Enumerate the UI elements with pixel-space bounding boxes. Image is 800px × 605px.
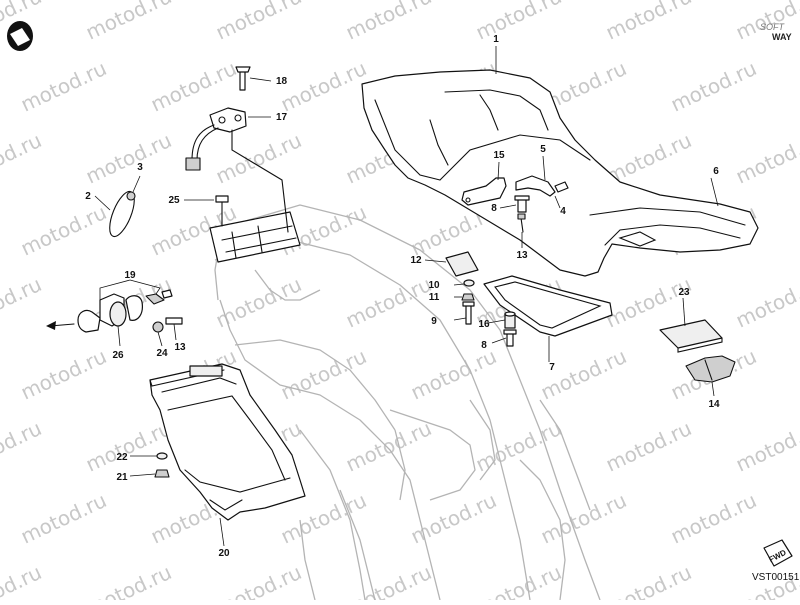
watermark-text: motod.ru — [342, 560, 435, 600]
callout-14: 14 — [708, 399, 720, 410]
watermark-text: motod.ru — [667, 488, 760, 549]
callout-3: 3 — [137, 162, 143, 173]
watermark-text: motod.ru — [212, 128, 305, 189]
washer-10 — [463, 279, 475, 287]
watermark-text: motod.ru — [342, 0, 435, 45]
watermark-text: motod.ru — [407, 344, 500, 405]
callout-9: 9 — [431, 316, 437, 327]
callout-25: 25 — [168, 195, 180, 206]
watermark-text: motod.ru — [17, 56, 110, 117]
callout-17: 17 — [276, 112, 288, 123]
callout-26: 26 — [112, 350, 124, 361]
callout-23: 23 — [678, 287, 690, 298]
watermark-text: motod.ru — [0, 272, 45, 333]
bolt-8a — [514, 195, 530, 213]
callout-5: 5 — [540, 144, 546, 155]
fwd-badge: FWD — [763, 539, 793, 567]
watermark-text: motod.ru — [732, 416, 800, 477]
watermark-text: motod.ru — [82, 128, 175, 189]
watermark-text: motod.ru — [602, 416, 695, 477]
callout-13-seat: 13 — [516, 250, 528, 261]
forward-arrow — [46, 321, 75, 330]
nut-11 — [461, 293, 475, 301]
brand-mark: SOFT WAY — [760, 22, 792, 42]
watermark-text: motod.ru — [0, 128, 45, 189]
watermark-text: motod.ru — [147, 56, 240, 117]
callout-22: 22 — [116, 452, 128, 463]
watermark-text: motod.ru — [277, 56, 370, 117]
screw-25 — [215, 195, 229, 227]
rear-subframe — [209, 211, 301, 263]
leader-lines — [94, 46, 719, 547]
callout-24: 24 — [156, 348, 168, 359]
watermark-text: motod.ru — [212, 560, 305, 600]
corner-logo — [7, 21, 33, 51]
bracket-left — [461, 177, 507, 206]
watermark-text: motod.ru — [732, 128, 800, 189]
bracket-right — [515, 175, 569, 197]
watermark-text: motod.ru — [0, 560, 45, 600]
callout-12: 12 — [410, 255, 422, 266]
callout-15: 15 — [493, 150, 505, 161]
watermark-text: motod.ru — [537, 344, 630, 405]
screw-13-top — [517, 213, 526, 233]
callout-4: 4 — [560, 206, 566, 217]
callout-21: 21 — [116, 472, 128, 483]
watermark-text: motod.ru — [82, 416, 175, 477]
watermark-text: motod.ru — [0, 416, 45, 477]
nut-21 — [154, 469, 170, 478]
callout-labels: 1 18 17 3 2 25 15 5 6 8 4 13 12 10 11 9 … — [85, 34, 720, 559]
callout-8-top: 8 — [491, 203, 497, 214]
seat-lock — [185, 66, 289, 233]
watermark-text: motod.ru — [342, 272, 435, 333]
callout-8-bottom: 8 — [481, 340, 487, 351]
watermark-text: motod.ru — [537, 488, 630, 549]
watermark-text: motod.ru — [472, 560, 565, 600]
grommet-22 — [156, 452, 168, 460]
watermark-text: motod.ru — [17, 200, 110, 261]
seat — [361, 69, 759, 277]
brand-line-1: SOFT — [760, 22, 786, 32]
plate — [445, 251, 479, 277]
callout-6: 6 — [713, 166, 719, 177]
callout-19: 19 — [124, 270, 136, 281]
watermark-text: motod.ru — [212, 0, 305, 45]
watermark-text: motod.ru — [17, 488, 110, 549]
watermark-text: motod.ru — [732, 272, 800, 333]
callout-1: 1 — [493, 34, 499, 45]
watermark-text: motod.ru — [602, 560, 695, 600]
callout-7: 7 — [549, 362, 555, 373]
callout-10: 10 — [428, 280, 440, 291]
watermark-text: motod.ru — [602, 272, 695, 333]
diagram-code: VST00151 — [752, 572, 800, 583]
motorcycle-frame-outline — [214, 204, 601, 601]
watermark-text: motod.ru — [602, 0, 695, 45]
watermark-text: motod.ru — [17, 344, 110, 405]
callout-18: 18 — [276, 76, 288, 87]
spacer-16 — [504, 311, 516, 329]
watermark-text: motod.ru — [212, 272, 305, 333]
undertray — [149, 363, 306, 521]
watermark-text: motod.ru — [472, 0, 565, 45]
watermark-text: motod.ru — [82, 0, 175, 45]
watermark-text: motod.ru — [82, 560, 175, 600]
callout-13-lock: 13 — [174, 342, 186, 353]
lock-assembly — [77, 289, 183, 333]
cable-loop — [109, 190, 136, 238]
watermark-text: motod.ru — [407, 488, 500, 549]
watermark-text: motod.ru — [667, 56, 760, 117]
callout-20: 20 — [218, 548, 230, 559]
cushion — [685, 355, 736, 383]
bolt-9 — [462, 301, 475, 325]
callout-2: 2 — [85, 191, 91, 202]
watermark-text: motod.ru — [342, 416, 435, 477]
brand-line-2: WAY — [772, 32, 792, 42]
callout-11: 11 — [429, 292, 440, 303]
bolt-8b — [503, 329, 517, 347]
callout-16: 16 — [478, 319, 490, 330]
pad — [659, 319, 723, 353]
